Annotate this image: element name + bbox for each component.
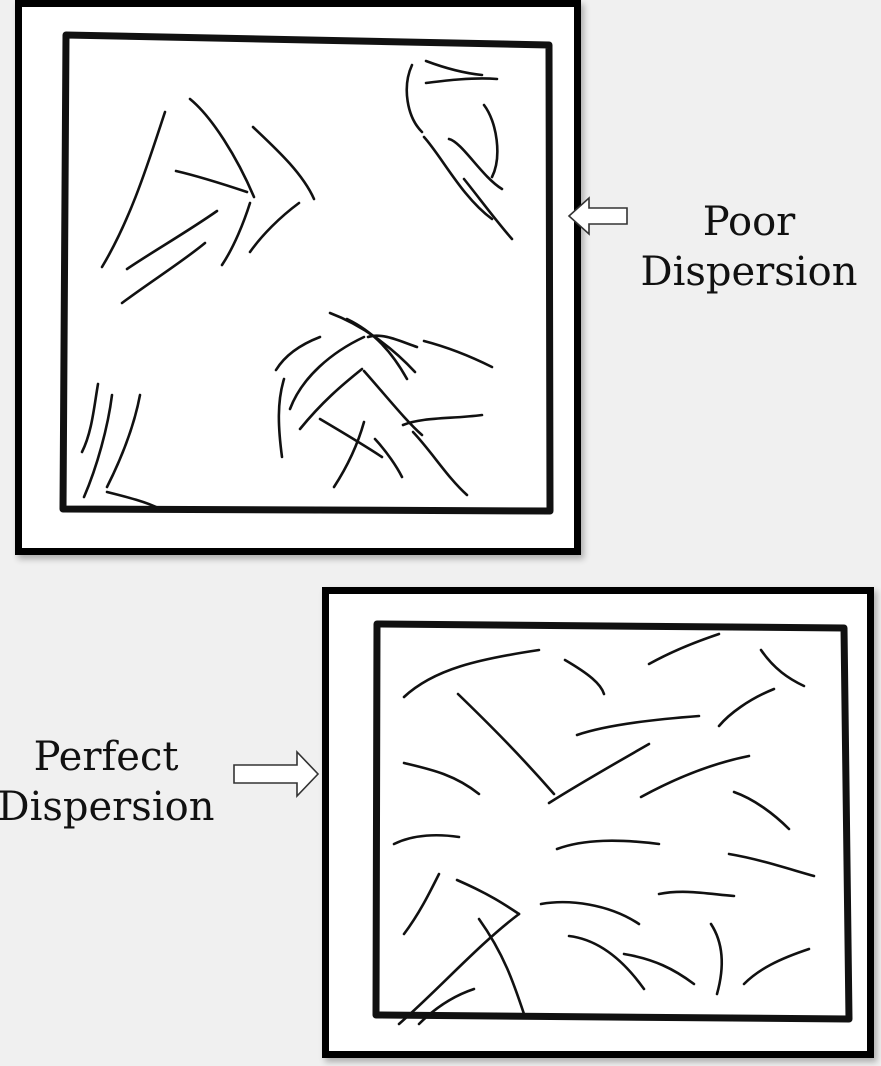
perfect-label-line2: Dispersion — [0, 782, 232, 832]
fiber — [403, 415, 482, 425]
fiber — [253, 127, 314, 199]
fiber — [458, 694, 554, 794]
fiber — [424, 341, 492, 367]
fiber — [102, 112, 165, 267]
fiber — [484, 105, 497, 177]
fiber — [222, 203, 250, 265]
poor-inner-square — [63, 35, 550, 511]
fiber — [641, 756, 749, 797]
poor-dispersion-panel — [15, 0, 581, 555]
fiber — [404, 763, 479, 794]
fiber — [744, 949, 809, 984]
fiber — [426, 61, 482, 75]
fiber — [464, 179, 512, 239]
fiber — [122, 243, 205, 303]
fiber — [364, 371, 422, 435]
poor-fiber-cluster-top-left — [102, 99, 314, 303]
fiber — [250, 203, 299, 252]
fiber — [424, 137, 492, 219]
perfect-dispersion-label: Perfect Dispersion — [0, 732, 232, 832]
poor-fiber-cluster-bottom-left — [82, 384, 160, 509]
fiber — [320, 419, 382, 457]
fiber — [190, 99, 254, 197]
fiber — [659, 892, 734, 896]
poor-label-line1: Poor — [633, 197, 865, 247]
fiber — [404, 650, 539, 697]
fiber — [347, 319, 407, 379]
fiber — [107, 395, 140, 487]
fiber — [334, 422, 364, 487]
perfect-dispersion-panel — [322, 587, 874, 1058]
arrow-left-icon — [567, 194, 631, 238]
fiber — [84, 395, 112, 497]
fiber — [577, 716, 699, 735]
arrow-right-icon — [231, 749, 321, 799]
fiber — [394, 835, 459, 844]
fiber — [624, 954, 694, 984]
fiber — [457, 880, 519, 914]
fiber — [541, 902, 639, 924]
fiber — [375, 439, 402, 477]
poor-fiber-cluster-bottom — [276, 313, 492, 495]
fiber — [413, 432, 467, 495]
fiber — [426, 78, 497, 83]
fiber — [569, 936, 644, 989]
fiber — [549, 744, 649, 803]
fiber — [176, 171, 247, 192]
fiber — [719, 689, 774, 726]
fiber — [82, 384, 98, 452]
fiber — [127, 211, 217, 269]
fiber — [276, 337, 320, 370]
perfect-fiber-field — [394, 634, 814, 1024]
fiber — [649, 634, 719, 664]
poor-dispersion-drawing — [22, 7, 574, 548]
fiber — [711, 924, 722, 994]
fiber — [399, 914, 519, 1024]
poor-dispersion-label: Poor Dispersion — [633, 197, 865, 297]
perfect-label-line1: Perfect — [0, 732, 232, 782]
perfect-dispersion-drawing — [329, 594, 867, 1051]
fiber — [557, 841, 659, 849]
fiber — [565, 660, 604, 694]
fiber — [279, 379, 284, 457]
fiber — [734, 792, 789, 829]
fiber — [479, 919, 524, 1014]
fiber — [761, 650, 804, 686]
poor-label-line2: Dispersion — [633, 247, 865, 297]
poor-fiber-cluster-top-right — [407, 61, 512, 239]
fiber — [729, 854, 814, 876]
fiber — [404, 874, 439, 934]
fiber — [407, 65, 422, 132]
